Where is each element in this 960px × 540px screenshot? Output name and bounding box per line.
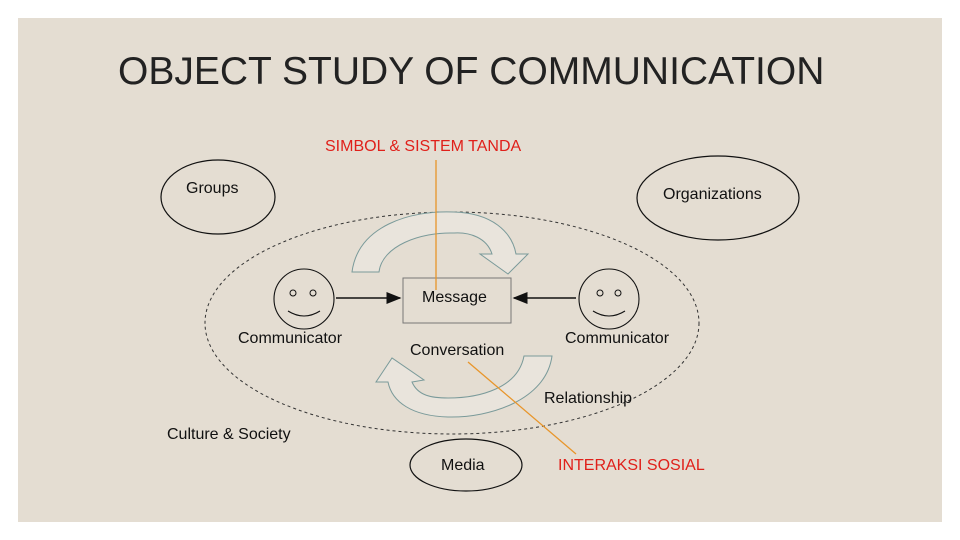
- message-box: [402, 277, 512, 324]
- right-communicator-face-icon: [578, 268, 640, 330]
- slide-background: [18, 18, 942, 522]
- culture-society-label: Culture & Society: [167, 426, 291, 443]
- media-label: Media: [441, 457, 485, 474]
- upper-curved-arrow: [351, 211, 530, 275]
- left-communicator-face-icon: [273, 268, 335, 330]
- page-title: OBJECT STUDY OF COMMUNICATION: [118, 50, 825, 93]
- communicator-left-label: Communicator: [238, 330, 343, 347]
- simbol-label: SIMBOL & SISTEM TANDA: [325, 138, 522, 155]
- lower-curved-arrow: [375, 355, 553, 418]
- media-ellipse: [409, 438, 523, 492]
- groups-label: Groups: [186, 180, 239, 197]
- interaksi-label: INTERAKSI SOSIAL: [558, 457, 705, 474]
- relationship-ellipse: [204, 211, 700, 435]
- relationship-label: Relationship: [544, 390, 633, 407]
- organizations-ellipse: [636, 155, 800, 241]
- groups-ellipse: [160, 159, 276, 235]
- message-label: Message: [422, 289, 487, 306]
- communicator-right-label: Communicator: [565, 330, 670, 347]
- organizations-label: Organizations: [663, 186, 762, 203]
- interaksi-pointer-line: [467, 361, 577, 455]
- conversation-label: Conversation: [410, 342, 505, 359]
